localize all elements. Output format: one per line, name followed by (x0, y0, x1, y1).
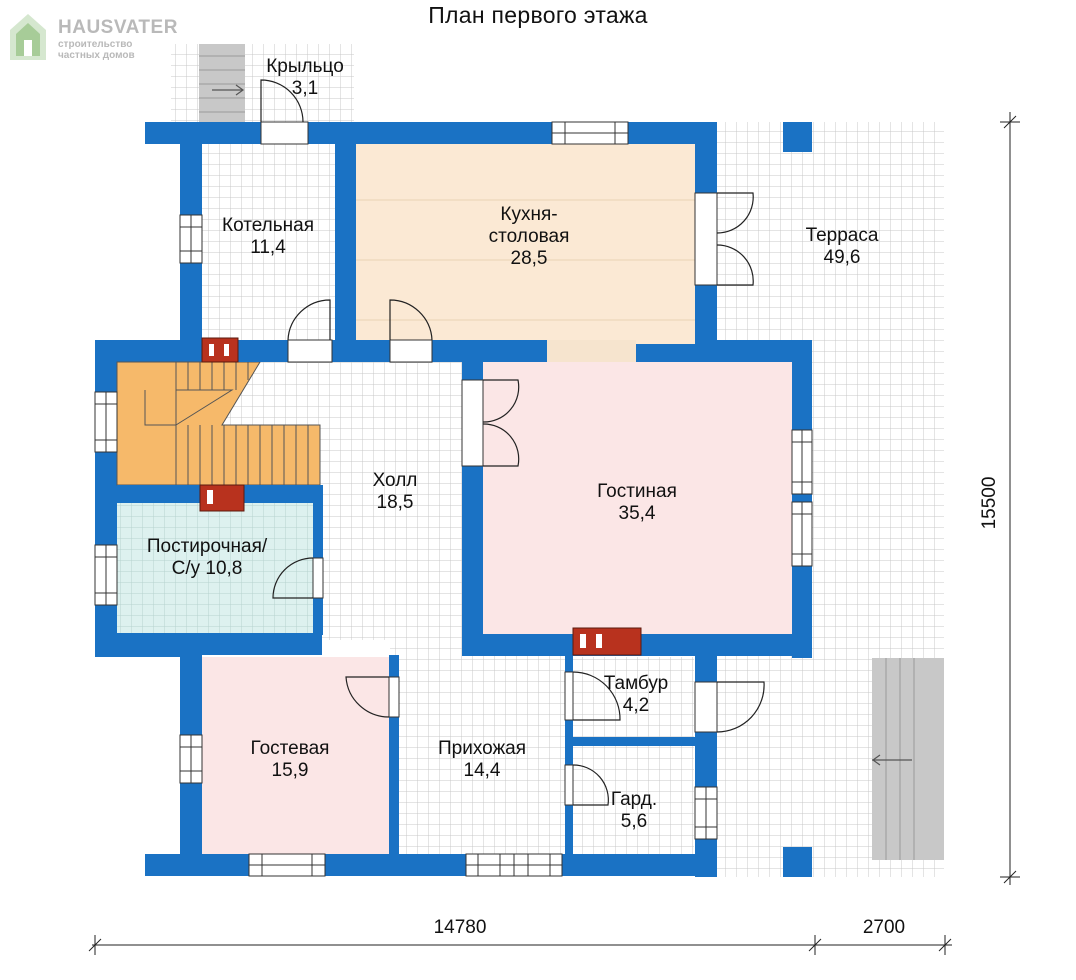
room-label-entrance: Прихожая 14,4 (437, 738, 527, 781)
dimension-lines (88, 112, 1020, 955)
wardrobe-room (573, 746, 694, 854)
dimension-width-main: 14780 (433, 917, 487, 938)
house-logo-icon (10, 14, 46, 60)
dimension-height: 15500 (979, 476, 1000, 530)
guest-room (202, 657, 389, 854)
logo-text: HAUSVATER (58, 17, 178, 38)
entrance-room (390, 638, 565, 854)
room-label-terrace: Терраса 49,6 (805, 225, 879, 268)
dimension-width-terrace: 2700 (862, 917, 906, 938)
door-openings (260, 121, 718, 806)
door-swings (260, 79, 765, 806)
logo-subtitle: строительство частных домов (58, 39, 135, 61)
kitchen-room (356, 144, 695, 344)
logo-subtitle-line2: частных домов (58, 50, 135, 61)
living-room (483, 362, 792, 634)
room-label-porch: Крыльцо 3,1 (266, 56, 344, 99)
room-label-guest: Гостевая 15,9 (250, 738, 330, 781)
room-label-hall: Холл 18,5 (372, 470, 418, 513)
vestibule-room (573, 657, 694, 737)
room-label-living: Гостиная 35,4 (597, 481, 677, 524)
room-label-wardrobe: Гард. 5,6 (610, 789, 658, 832)
room-label-vestibule: Тамбур 4,2 (603, 673, 669, 716)
logo-subtitle-line1: строительство (58, 39, 133, 50)
room-label-boiler: Котельная 11,4 (222, 215, 314, 258)
room-label-laundry: Постирочная/ С/у 10,8 (146, 536, 268, 579)
boiler-room (202, 144, 335, 344)
laundry-room (117, 503, 313, 633)
plan-title: План первого этажа (428, 2, 648, 28)
room-label-kitchen: Кухня- столовая 28,5 (488, 204, 570, 269)
